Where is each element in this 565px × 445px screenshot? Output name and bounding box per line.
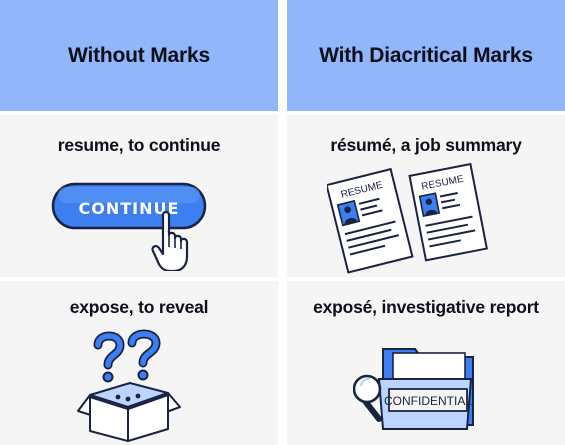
header-with-marks: With Diacritical Marks — [287, 0, 565, 111]
continue-button-label: CONTINUE — [79, 199, 180, 218]
resume-sheet-left: RESUME — [327, 167, 414, 274]
cell-expose-reveal: expose, to reveal — [0, 281, 278, 445]
header-with-marks-label: With Diacritical Marks — [319, 43, 533, 67]
confidential-stamp — [388, 388, 468, 412]
cell-expose-report: exposé, investigative report CONFIDENTIA… — [287, 281, 565, 445]
continue-button-icon: CONTINUE — [51, 182, 207, 271]
header-without-marks-label: Without Marks — [68, 43, 210, 67]
caption-resume-accent: résumé, a job summary — [330, 135, 522, 155]
confidential-label: CONFIDENTIAL — [384, 394, 472, 408]
question-mark-left-icon — [95, 333, 123, 368]
magnifying-glass-icon — [353, 374, 382, 422]
resume-sheet-right: RESUME — [408, 162, 488, 262]
header-without-marks: Without Marks — [0, 0, 278, 111]
caption-expose: expose, to reveal — [69, 297, 209, 317]
question-mark-right-icon — [129, 331, 159, 366]
open-box-icon — [77, 382, 181, 442]
caption-resume: resume, to continue — [57, 135, 221, 155]
resume-documents-icon: RESUME RESUME — [327, 162, 488, 274]
open-box-question-marks-icon — [77, 329, 181, 442]
cell-resume-summary: résumé, a job summary RESUME RESUME — [287, 115, 565, 277]
hand-cursor-icon — [151, 210, 189, 271]
confidential-folder-magnifier-icon: CONFIDENTIAL — [353, 348, 474, 430]
caption-expose-accent: exposé, investigative report — [313, 297, 539, 317]
cell-resume-continue: resume, to continue CONTINUE — [0, 115, 278, 277]
